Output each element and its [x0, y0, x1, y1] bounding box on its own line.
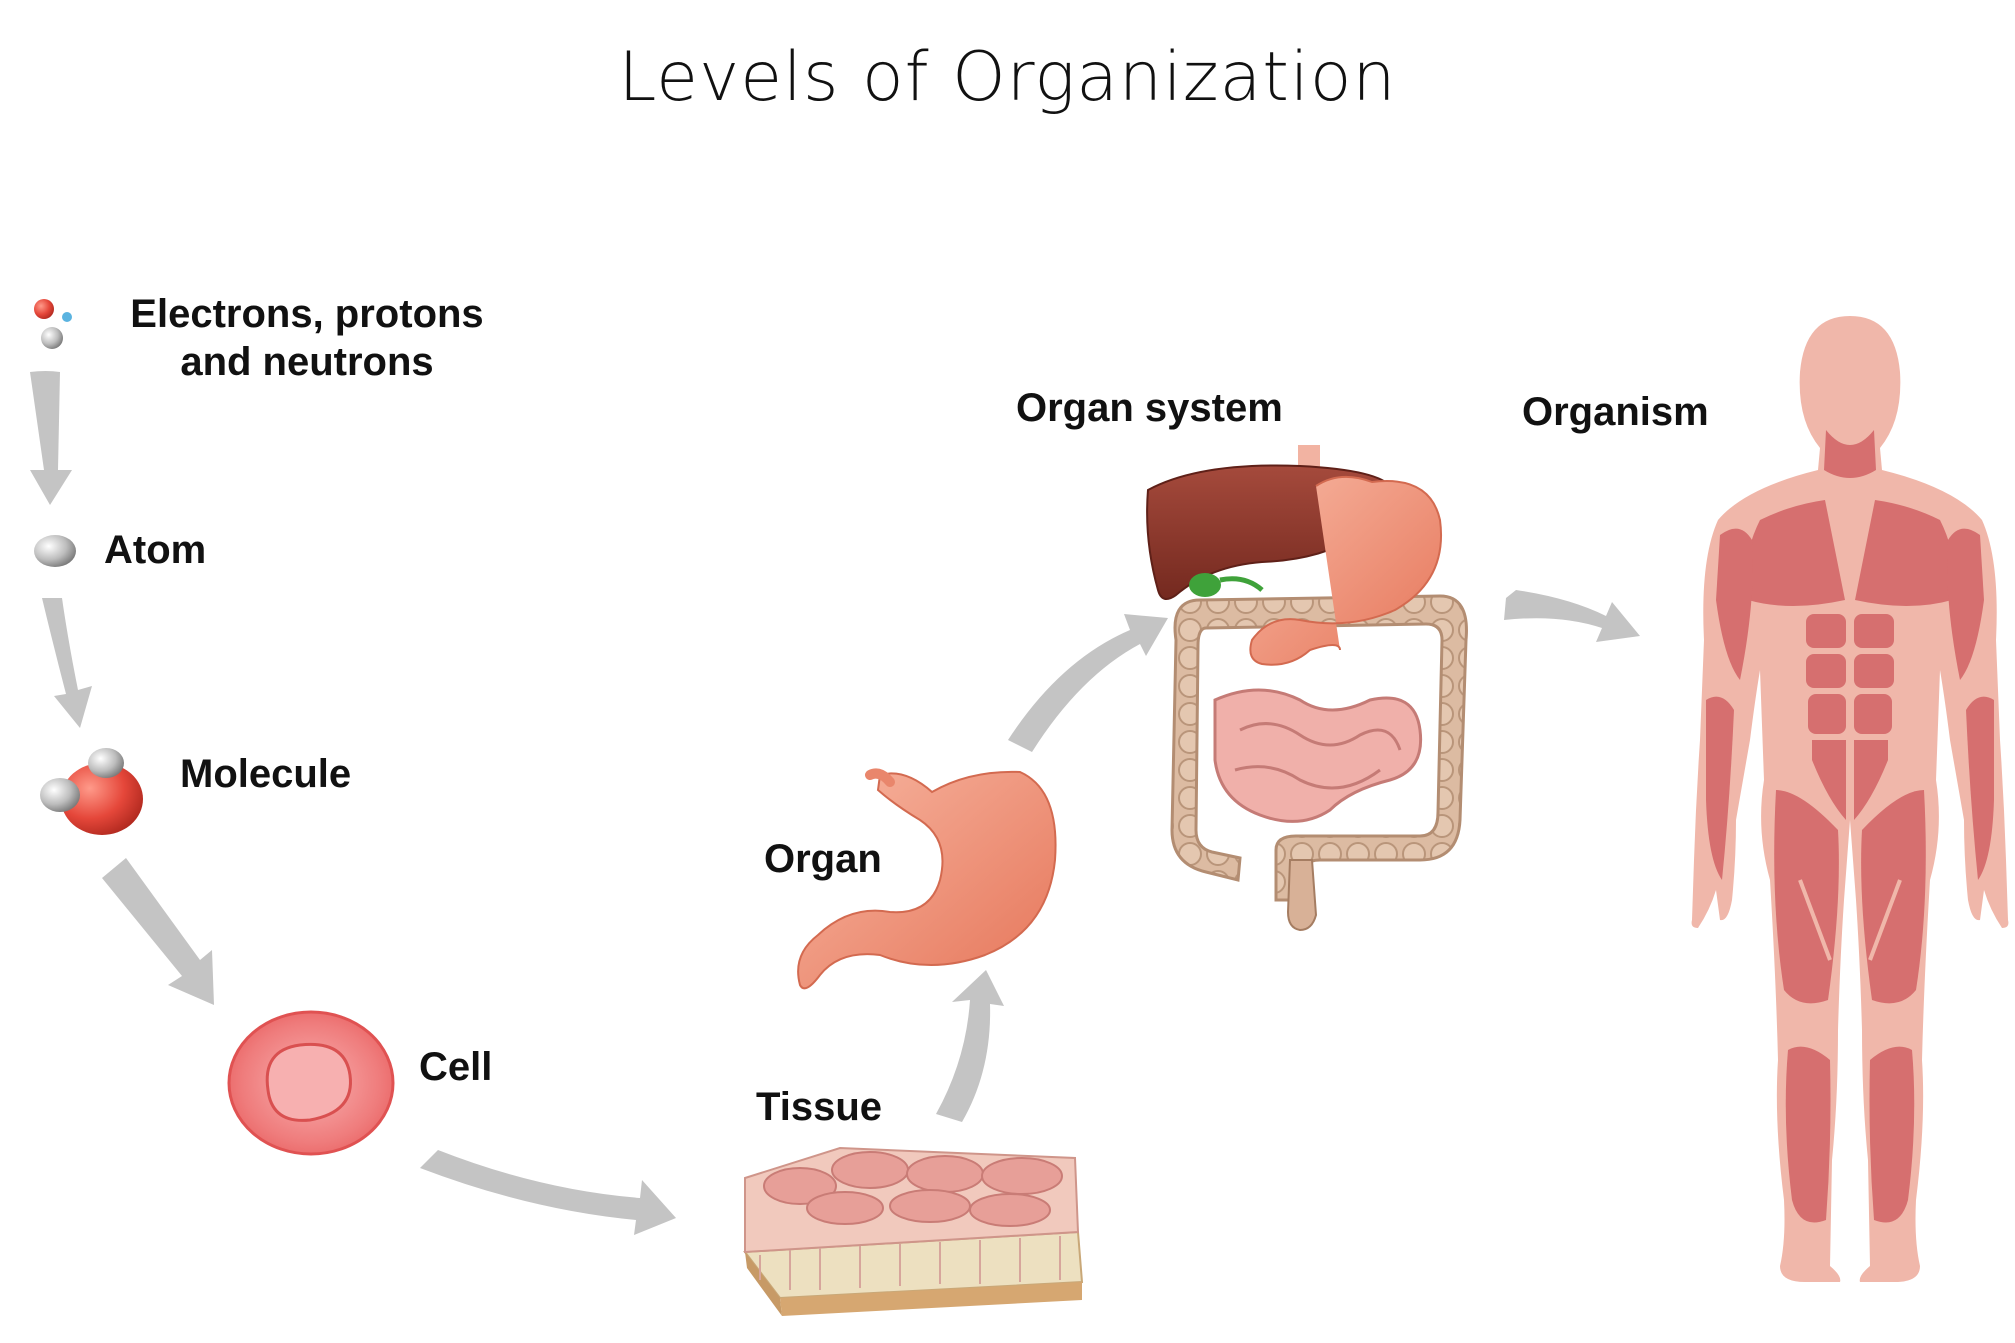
label-organism: Organism [1522, 390, 1709, 434]
human-body-icon [1691, 316, 2009, 1282]
label-cell: Cell [419, 1045, 493, 1089]
cell-icon [227, 1010, 395, 1156]
digestive-system-icon [1146, 445, 1468, 932]
label-particles-line2: and neutrons [180, 340, 434, 384]
molecule-icon [40, 748, 143, 835]
stomach-icon [797, 768, 1057, 990]
particle-cluster-icon [34, 299, 72, 349]
arrow-tissue-to-organ [936, 970, 1004, 1122]
atom-icon [34, 535, 76, 567]
label-organ-system: Organ system [1016, 386, 1283, 430]
arrow-cell-to-tissue [420, 1150, 676, 1235]
label-particles: Electrons, protons and neutrons [112, 290, 502, 386]
label-atom: Atom [104, 528, 207, 572]
tissue-icon [743, 1146, 1084, 1316]
arrow-organ-to-organ-system [1008, 614, 1168, 752]
arrow-atom-to-molecule [42, 598, 92, 728]
label-organ: Organ [764, 837, 882, 881]
arrow-particles-to-atom [30, 371, 72, 505]
page-title: Levels of Organization [618, 38, 1397, 117]
label-particles-line1: Electrons, protons [130, 292, 484, 336]
label-tissue: Tissue [756, 1085, 882, 1129]
arrow-molecule-to-cell [102, 858, 214, 1005]
arrow-organ-system-to-organism [1504, 590, 1640, 642]
label-molecule: Molecule [180, 752, 352, 796]
